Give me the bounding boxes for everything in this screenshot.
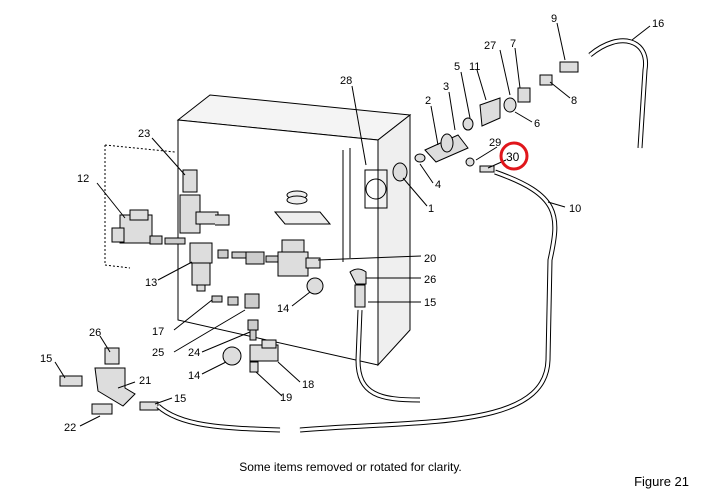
callout: 18 xyxy=(302,379,314,391)
fittings-top-right xyxy=(392,61,579,182)
filter-13 xyxy=(189,242,213,292)
callout: 7 xyxy=(510,38,516,50)
callout: 11 xyxy=(469,61,480,73)
callout: 2 xyxy=(425,95,431,107)
callout: 12 xyxy=(77,173,89,185)
solenoid-valve xyxy=(111,209,153,244)
callout: 27 xyxy=(484,40,496,52)
cabinet xyxy=(176,94,412,367)
elbow-26 xyxy=(349,268,367,308)
callout: 26 xyxy=(89,327,101,339)
callout: 20 xyxy=(424,253,436,265)
callout: 9 xyxy=(551,13,557,25)
callout: 23 xyxy=(138,128,150,140)
fittings-row-upper xyxy=(149,235,281,265)
callout: 1 xyxy=(428,203,434,215)
plate xyxy=(273,190,332,225)
callout-labels: 9 16 27 7 5 11 3 8 2 28 6 29 30 4 23 1 1… xyxy=(40,13,664,434)
callout: 3 xyxy=(443,81,449,93)
callout: 14 xyxy=(277,303,289,315)
tee-21 xyxy=(59,347,159,415)
callout: 14 xyxy=(188,370,200,382)
callout: 10 xyxy=(569,203,581,215)
callout: 4 xyxy=(435,179,441,191)
callout: 5 xyxy=(454,61,460,73)
fitting-23 xyxy=(179,169,230,234)
diagram-caption: Some items removed or rotated for clarit… xyxy=(239,460,462,474)
dotted-bracket xyxy=(104,144,176,269)
callout: 25 xyxy=(152,347,164,359)
callout-highlighted: 30 xyxy=(506,150,520,164)
leader-lines xyxy=(54,22,651,427)
regulator-20 xyxy=(277,239,324,295)
regulator-18 xyxy=(222,339,279,373)
callout: 26 xyxy=(424,274,436,286)
figure-label: Figure 21 xyxy=(634,474,689,489)
callout: 6 xyxy=(534,118,540,130)
callout: 24 xyxy=(188,347,200,359)
callout: 15 xyxy=(40,353,52,365)
callout: 21 xyxy=(139,375,151,387)
callout: 16 xyxy=(652,18,664,30)
callout: 17 xyxy=(152,326,164,338)
fittings-lower xyxy=(211,293,260,341)
callout: 15 xyxy=(174,393,186,405)
highlight-circle xyxy=(499,141,529,171)
callout: 8 xyxy=(571,95,577,107)
callout: 13 xyxy=(145,277,157,289)
callout: 22 xyxy=(64,422,76,434)
tube-16 xyxy=(588,38,649,149)
callout: 29 xyxy=(489,137,501,149)
callout: 28 xyxy=(340,75,352,87)
callout: 19 xyxy=(280,392,292,404)
callout: 15 xyxy=(424,297,436,309)
